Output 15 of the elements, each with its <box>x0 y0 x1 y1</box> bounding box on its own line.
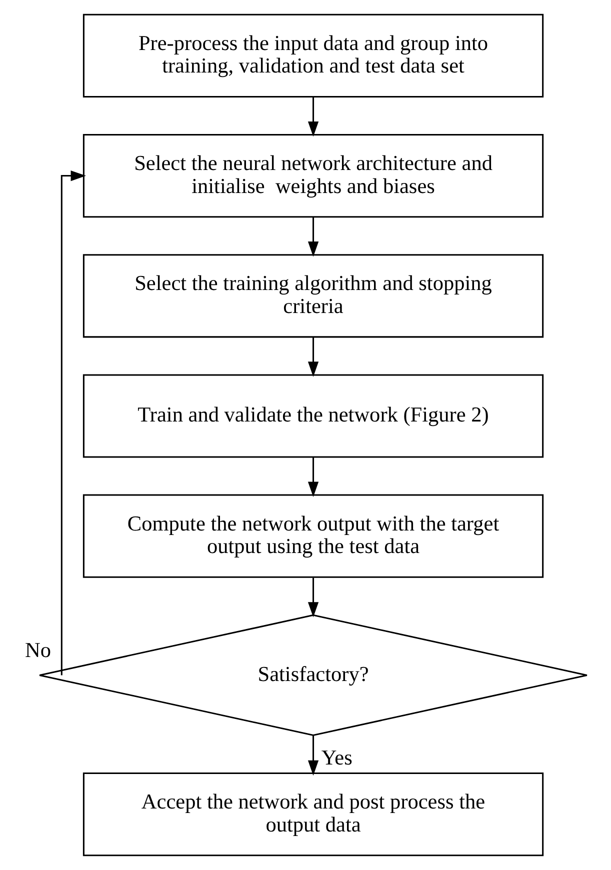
arrow <box>307 578 318 618</box>
arrow <box>307 337 318 377</box>
node-box: Accept the network and post process the output data <box>82 772 544 856</box>
node-box: Compute the network output with the target output using the test data <box>82 494 544 578</box>
node-box: Select the training algorithm and stopping criteria <box>82 254 544 338</box>
node-box: Pre-process the input data and group into training, validation and test data set <box>82 14 544 98</box>
arrow <box>60 170 86 676</box>
edge-label: No <box>24 638 51 662</box>
arrow <box>307 457 318 497</box>
node-box: Select the neural network architecture and initialise weights and biases <box>82 134 544 218</box>
arrow <box>307 97 318 137</box>
arrow <box>307 735 318 776</box>
node-box: Train and validate the network (Figure 2) <box>82 374 544 458</box>
edge-label: Yes <box>320 746 352 770</box>
arrow <box>307 217 318 257</box>
